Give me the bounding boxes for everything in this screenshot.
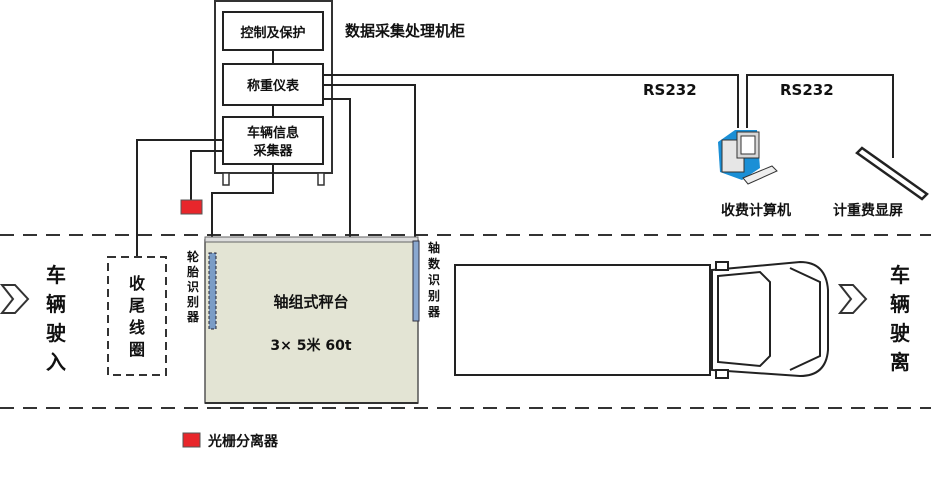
tire-detector-label: 轮 胎 识 别 器 — [186, 249, 200, 324]
cabinet-title: 数据采集处理机柜 — [345, 22, 465, 40]
svg-text:入: 入 — [46, 350, 66, 374]
weighing-platform — [204, 236, 419, 404]
platform-title: 轴组式秤台 — [273, 293, 348, 311]
svg-text:辆: 辆 — [46, 292, 66, 316]
svg-text:车: 车 — [890, 263, 910, 287]
computer-label: 收费计算机 — [721, 202, 791, 219]
svg-text:轮: 轮 — [187, 249, 200, 264]
svg-text:识: 识 — [428, 273, 440, 287]
light-curtain-separator — [180, 199, 203, 215]
entry-label: 车 辆 驶 入 — [46, 263, 66, 374]
control-protection-module — [222, 11, 324, 51]
svg-text:器: 器 — [427, 305, 441, 319]
exit-arrow-icon — [837, 284, 868, 314]
svg-text:胎: 胎 — [187, 264, 199, 279]
module-weighing-label: 称重仪表 — [247, 78, 300, 94]
rs232-label-1: RS232 — [643, 81, 697, 99]
svg-text:别: 别 — [186, 295, 199, 309]
truck-icon — [454, 260, 829, 379]
axle-detector-label: 轴 数 识 别 器 — [427, 240, 441, 319]
svg-text:离: 离 — [890, 350, 910, 374]
display-screen-icon — [855, 146, 929, 201]
svg-text:车: 车 — [46, 263, 66, 287]
module-vehicle-label-1: 车辆信息 — [247, 125, 299, 141]
exit-label: 车 辆 驶 离 — [890, 263, 910, 374]
tail-coil-label: 收 尾 线 圈 — [129, 274, 145, 359]
svg-text:收: 收 — [129, 274, 145, 293]
svg-text:别: 别 — [427, 289, 440, 303]
svg-text:识: 识 — [187, 280, 199, 294]
rs232-label-2: RS232 — [780, 81, 834, 99]
wiring — [136, 74, 894, 258]
module-control-label: 控制及保护 — [240, 25, 305, 41]
module-vehicle-label-2: 采集器 — [252, 143, 293, 159]
platform-spec: 3× 5米 60t — [270, 337, 351, 354]
svg-text:圈: 圈 — [129, 340, 145, 359]
svg-text:驶: 驶 — [890, 321, 910, 345]
entry-arrow-icon — [0, 284, 30, 314]
tail-coil — [107, 256, 167, 376]
svg-text:驶: 驶 — [46, 321, 66, 345]
legend-light-curtain-label: 光栅分离器 — [207, 433, 279, 450]
svg-text:辆: 辆 — [890, 292, 910, 316]
svg-text:器: 器 — [186, 310, 200, 324]
computer-icon — [718, 130, 778, 185]
svg-text:数: 数 — [428, 256, 441, 271]
svg-text:线: 线 — [129, 318, 145, 337]
display-label: 计重费显屏 — [833, 202, 903, 219]
legend-light-curtain-swatch — [182, 432, 201, 448]
svg-text:轴: 轴 — [428, 240, 440, 255]
cabinet — [214, 0, 333, 186]
tire-detector — [208, 252, 217, 330]
axle-detector — [412, 240, 420, 322]
svg-text:尾: 尾 — [129, 296, 145, 315]
